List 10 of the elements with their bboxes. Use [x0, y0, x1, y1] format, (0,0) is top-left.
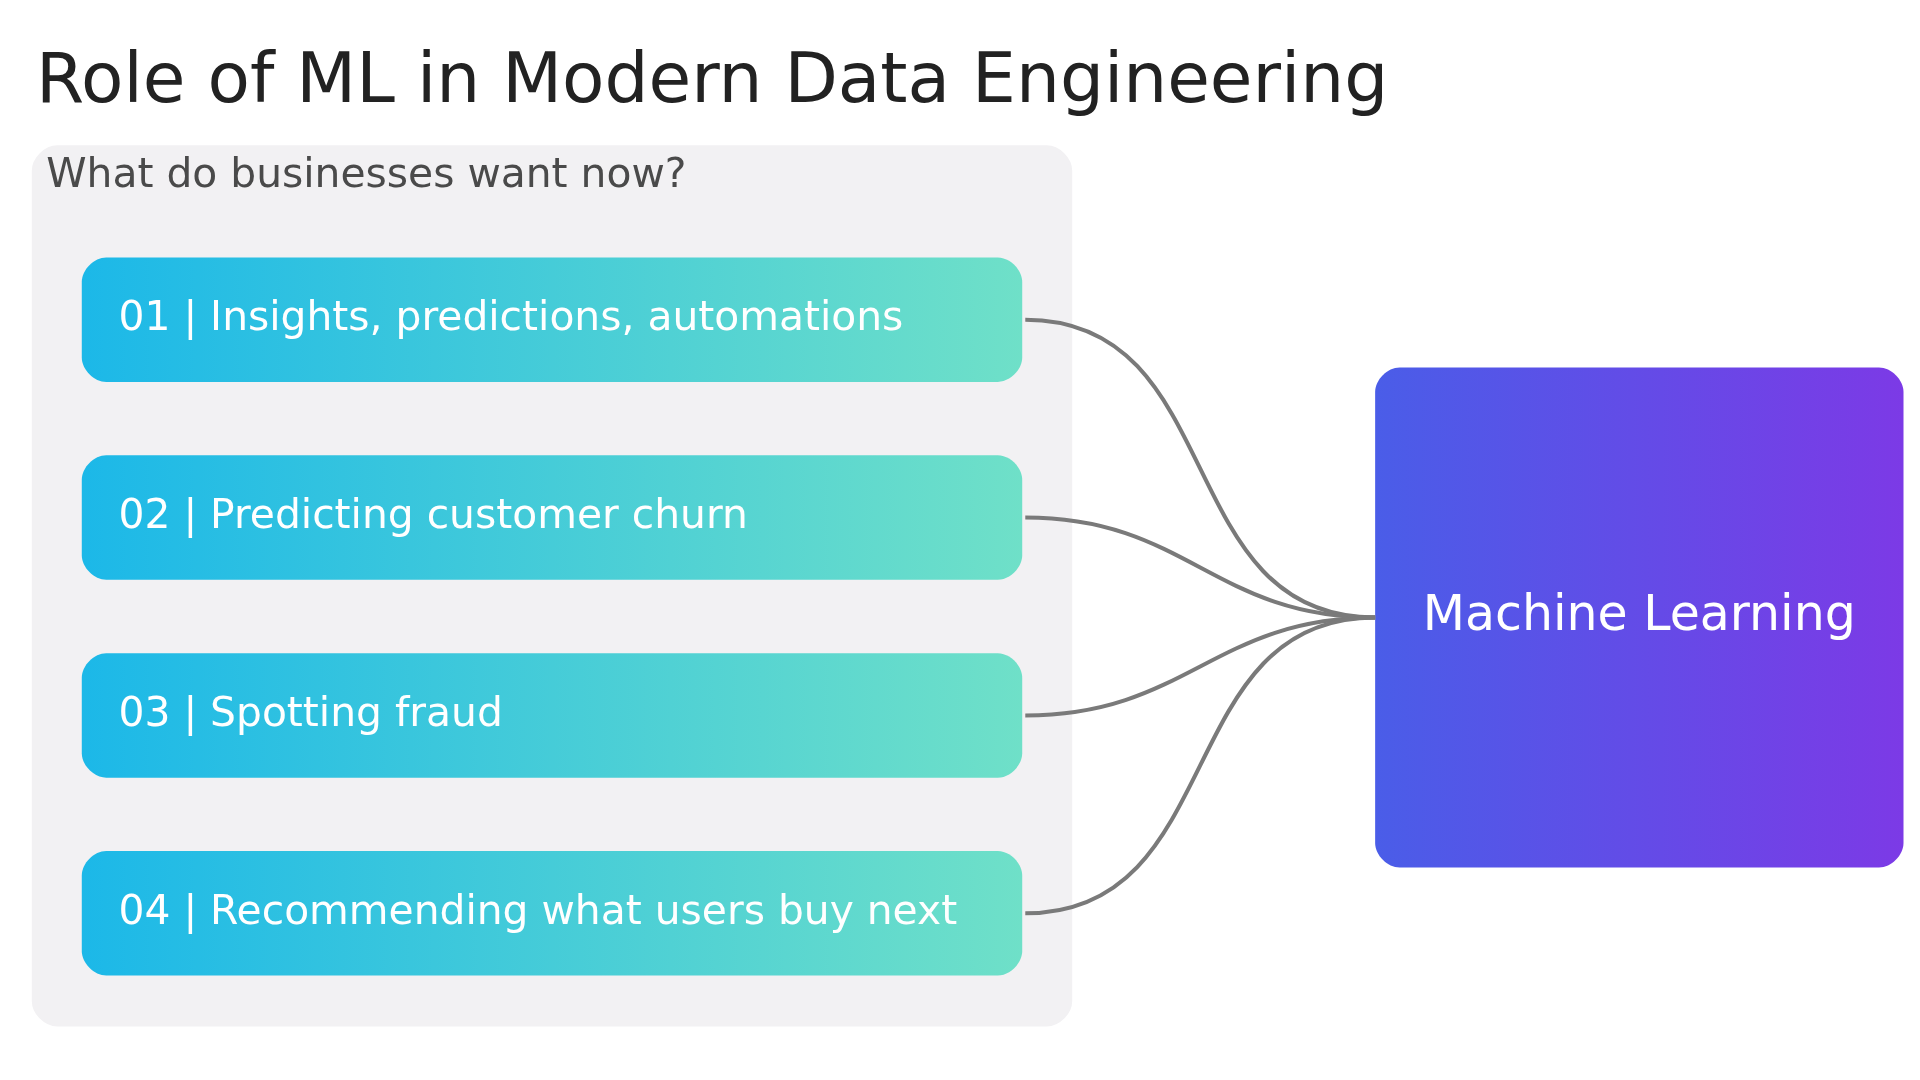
connector	[1025, 317, 1376, 620]
node-box: 04 | Recommending what users buy next	[81, 851, 1023, 976]
connector	[1025, 615, 1376, 718]
node-box: Machine Learning	[1375, 367, 1904, 868]
node-box: 02 | Predicting customer churn	[81, 455, 1023, 580]
diagram-title: Role of ML in Modern Data Engineering	[35, 37, 1389, 118]
node-box: 03 | Spotting fraud	[81, 653, 1023, 778]
node-box: 01 | Insights, predictions, automations	[81, 257, 1023, 382]
connector	[1025, 515, 1376, 620]
connector	[1025, 615, 1376, 916]
